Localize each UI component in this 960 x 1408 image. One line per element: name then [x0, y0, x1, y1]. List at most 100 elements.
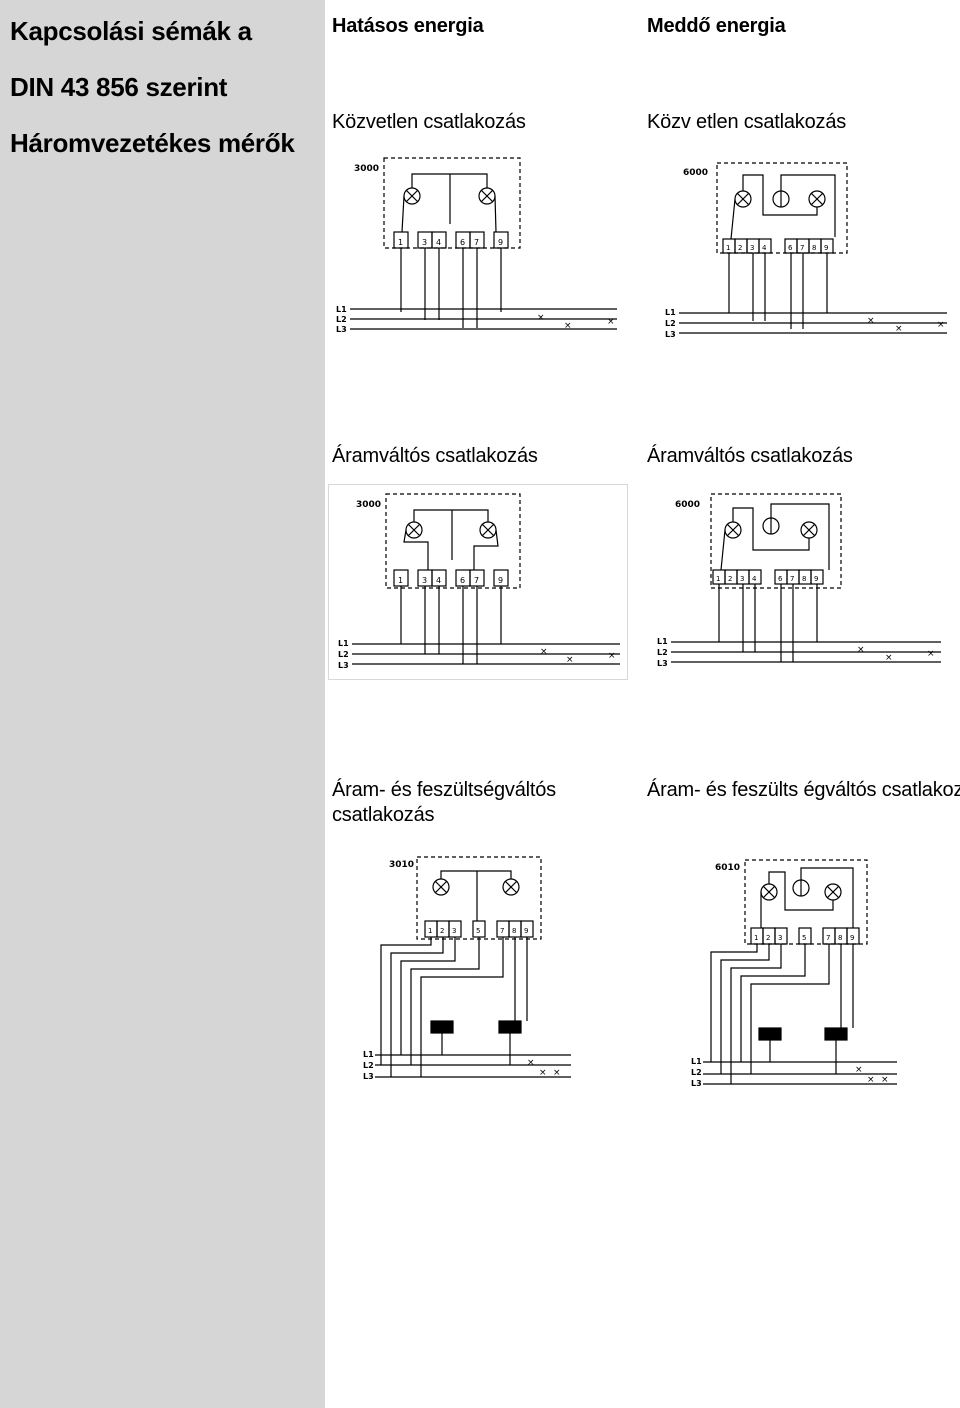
wiring-diagram-ct-reactive: 6000 1 2 3 4 6 7 8 9 L1 L2 L3 × × ×	[653, 486, 945, 678]
line-label-l1: L1	[363, 1050, 374, 1059]
line-label-l2: L2	[338, 650, 349, 659]
line-label-l3: L3	[691, 1079, 702, 1088]
terminal-label: 7	[474, 576, 479, 585]
terminal-label: 9	[498, 576, 503, 585]
terminal-label: 8	[802, 575, 806, 583]
terminal-label: 2	[728, 575, 732, 583]
terminal-label: 7	[826, 934, 830, 942]
caption-ct-vt-active-line2: csatlakozás	[332, 804, 435, 826]
svg-text:×: ×	[855, 1065, 863, 1075]
svg-text:×: ×	[537, 313, 545, 323]
caption-direct-reactive: Közv etlen csatlakozás	[647, 111, 847, 133]
line-label-l3: L3	[657, 659, 668, 668]
terminal-label: 4	[752, 575, 757, 583]
svg-text:×: ×	[540, 647, 548, 657]
terminal-block: 1 3 4 6 7 9	[393, 569, 509, 587]
terminal-label: 8	[812, 244, 816, 252]
wiring-diagram-direct-reactive: 6000 1 2 3 4 6 7 8 9 L1 L2 L3 × × ×	[657, 155, 952, 347]
meter-code: 6000	[683, 168, 708, 178]
terminal-block: 1 2 3 4 6 7 8 9	[722, 238, 834, 254]
terminal-label: 8	[512, 927, 516, 935]
line-label-l1: L1	[336, 305, 347, 314]
svg-text:×: ×	[564, 321, 572, 331]
terminal-label: 4	[436, 576, 441, 585]
terminal-label: 2	[766, 934, 770, 942]
svg-text:×: ×	[857, 645, 865, 655]
terminal-label: 1	[726, 244, 730, 252]
terminal-label: 6	[460, 238, 465, 247]
terminal-label: 2	[738, 244, 742, 252]
line-label-l3: L3	[336, 325, 347, 334]
wiring-diagram-ct-active: 3000 1 3 4 6 7 9 L1 L2 L3 × × ×	[328, 484, 628, 680]
terminal-label: 1	[428, 927, 432, 935]
svg-text:×: ×	[881, 1075, 889, 1085]
column-heading-active-energy: Hatásos energia	[332, 15, 484, 37]
terminal-label: 1	[754, 934, 758, 942]
terminal-label: 8	[838, 934, 842, 942]
terminal-label: 4	[436, 238, 441, 247]
terminal-label: 4	[762, 244, 767, 252]
line-label-l2: L2	[665, 319, 676, 328]
caption-direct-active: Közvetlen csatlakozás	[332, 111, 526, 133]
svg-text:×: ×	[885, 653, 893, 663]
svg-text:×: ×	[553, 1068, 561, 1078]
caption-ct-reactive: Áramváltós csatlakozás	[647, 445, 853, 467]
sidebar-title-line3: Háromvezetékes mérők	[10, 128, 295, 158]
caption-ct-active: Áramváltós csatlakozás	[332, 445, 538, 467]
line-label-l2: L2	[363, 1061, 374, 1070]
terminal-label: 1	[716, 575, 720, 583]
meter-code: 3000	[356, 500, 381, 510]
terminal-label: 7	[790, 575, 794, 583]
terminal-block: 1 2 3 4 6 7 8 9	[712, 569, 824, 585]
wiring-diagram-direct-active: 3000 1 3 4 6 7 9 L1 L2 L3 × × ×	[332, 152, 622, 344]
svg-text:×: ×	[539, 1068, 547, 1078]
terminal-label: 7	[500, 927, 504, 935]
terminal-label: 9	[824, 244, 828, 252]
svg-text:×: ×	[527, 1058, 535, 1068]
svg-text:×: ×	[867, 316, 875, 326]
sidebar-title-line1: Kapcsolási sémák a	[10, 16, 252, 46]
line-label-l1: L1	[691, 1057, 702, 1066]
terminal-label: 5	[476, 927, 480, 935]
terminal-block: 1 2 3 5 7 8 9	[750, 927, 860, 945]
column-heading-reactive-energy: Meddő energia	[647, 15, 786, 37]
line-label-l3: L3	[363, 1072, 374, 1081]
terminal-label: 6	[788, 244, 793, 252]
terminal-label: 2	[440, 927, 444, 935]
line-label-l1: L1	[657, 637, 668, 646]
terminal-label: 3	[422, 238, 427, 247]
line-label-l2: L2	[336, 315, 347, 324]
terminal-label: 7	[800, 244, 804, 252]
meter-code: 6000	[675, 500, 700, 510]
svg-text:×: ×	[608, 651, 616, 661]
terminal-label: 3	[778, 934, 782, 942]
svg-text:×: ×	[867, 1075, 875, 1085]
terminal-label: 3	[740, 575, 744, 583]
terminal-label: 3	[750, 244, 754, 252]
terminal-block: 1 2 3 5 7 8 9	[424, 920, 534, 938]
terminal-label: 9	[850, 934, 854, 942]
meter-code: 3010	[389, 860, 414, 870]
terminal-label: 9	[498, 238, 503, 247]
terminal-label: 7	[474, 238, 479, 247]
sidebar: Kapcsolási sémák a DIN 43 856 szerint Há…	[0, 0, 325, 1408]
svg-text:×: ×	[607, 317, 615, 327]
terminal-label: 1	[398, 238, 403, 247]
terminal-label: 6	[778, 575, 783, 583]
terminal-label: 6	[460, 576, 465, 585]
wiring-diagram-ct-vt-active: 3010 1 2 3 5 7 8 9 L1 L2 L3 × × ×	[347, 843, 583, 1091]
line-label-l1: L1	[338, 639, 349, 648]
wiring-diagram-ct-vt-reactive: 6010 1 2 3 5 7 8 9 L1 L2 L3 ×	[683, 848, 903, 1094]
svg-text:×: ×	[895, 324, 903, 334]
line-label-l3: L3	[338, 661, 349, 670]
terminal-label: 3	[422, 576, 427, 585]
caption-ct-vt-active-line1: Áram- és feszültségváltós	[332, 779, 556, 801]
line-label-l3: L3	[665, 330, 676, 339]
line-label-l2: L2	[657, 648, 668, 657]
svg-text:×: ×	[937, 320, 945, 330]
svg-text:×: ×	[927, 649, 935, 659]
terminal-label: 5	[802, 934, 806, 942]
caption-ct-vt-reactive: Áram- és feszülts égváltós csatlakozás	[647, 779, 960, 801]
svg-text:×: ×	[566, 655, 574, 665]
sidebar-title-line2: DIN 43 856 szerint	[10, 72, 228, 102]
